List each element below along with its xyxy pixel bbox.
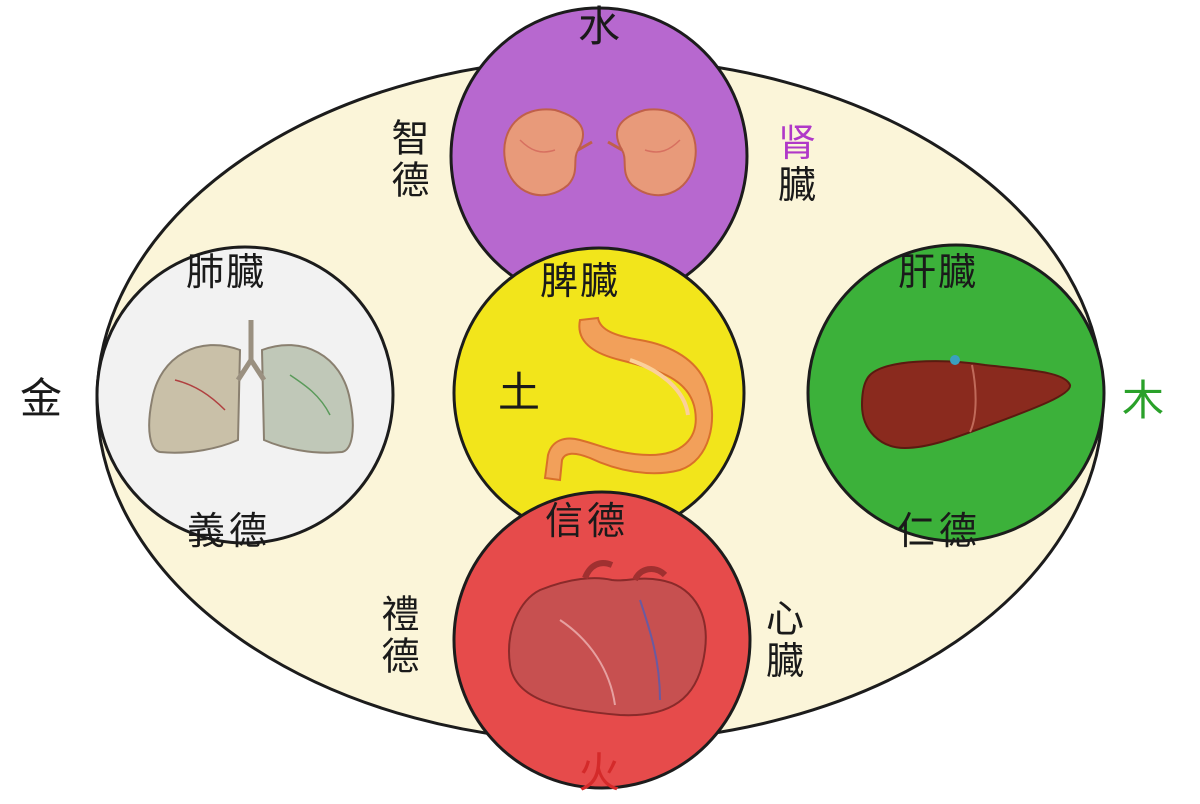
- organ-spleen-label: 脾臓: [540, 259, 621, 303]
- metal-lung-node: [95, 245, 395, 545]
- virtue-propriety-label: 禮德: [375, 594, 419, 678]
- organ-heart-label-line2: 臓: [766, 639, 805, 683]
- organ-lung-label: 肺臓: [186, 250, 267, 294]
- virtue-righteousness-label: 義德: [187, 509, 272, 553]
- heart-icon: [508, 560, 707, 717]
- organ-liver-label: 肝臓: [898, 250, 979, 294]
- element-fire-label: 火: [578, 748, 621, 797]
- metal-circle: [95, 245, 395, 545]
- stomach-icon: [543, 316, 714, 482]
- fire-heart-node: [452, 490, 752, 790]
- wood-liver-node: [806, 243, 1106, 543]
- virtue-benevolence-label: 仁德: [897, 509, 982, 553]
- water-kidney-node: [449, 6, 749, 306]
- kidneys-icon: [503, 108, 697, 197]
- element-water-label: 水: [578, 2, 621, 51]
- virtue-faith-label: 信德: [545, 499, 630, 543]
- organ-kidney-label-line2: 臓: [778, 163, 817, 207]
- element-metal-label: 金: [20, 374, 63, 423]
- element-wood-label: 木: [1122, 376, 1165, 425]
- lungs-icon: [148, 320, 354, 454]
- liver-icon: [860, 355, 1071, 450]
- organ-kidney-label-line1: 肾: [778, 121, 817, 165]
- virtue-wisdom-label: 智德: [385, 118, 429, 202]
- element-earth-label: 土: [498, 368, 541, 417]
- organ-heart-label-line1: 心: [766, 597, 805, 641]
